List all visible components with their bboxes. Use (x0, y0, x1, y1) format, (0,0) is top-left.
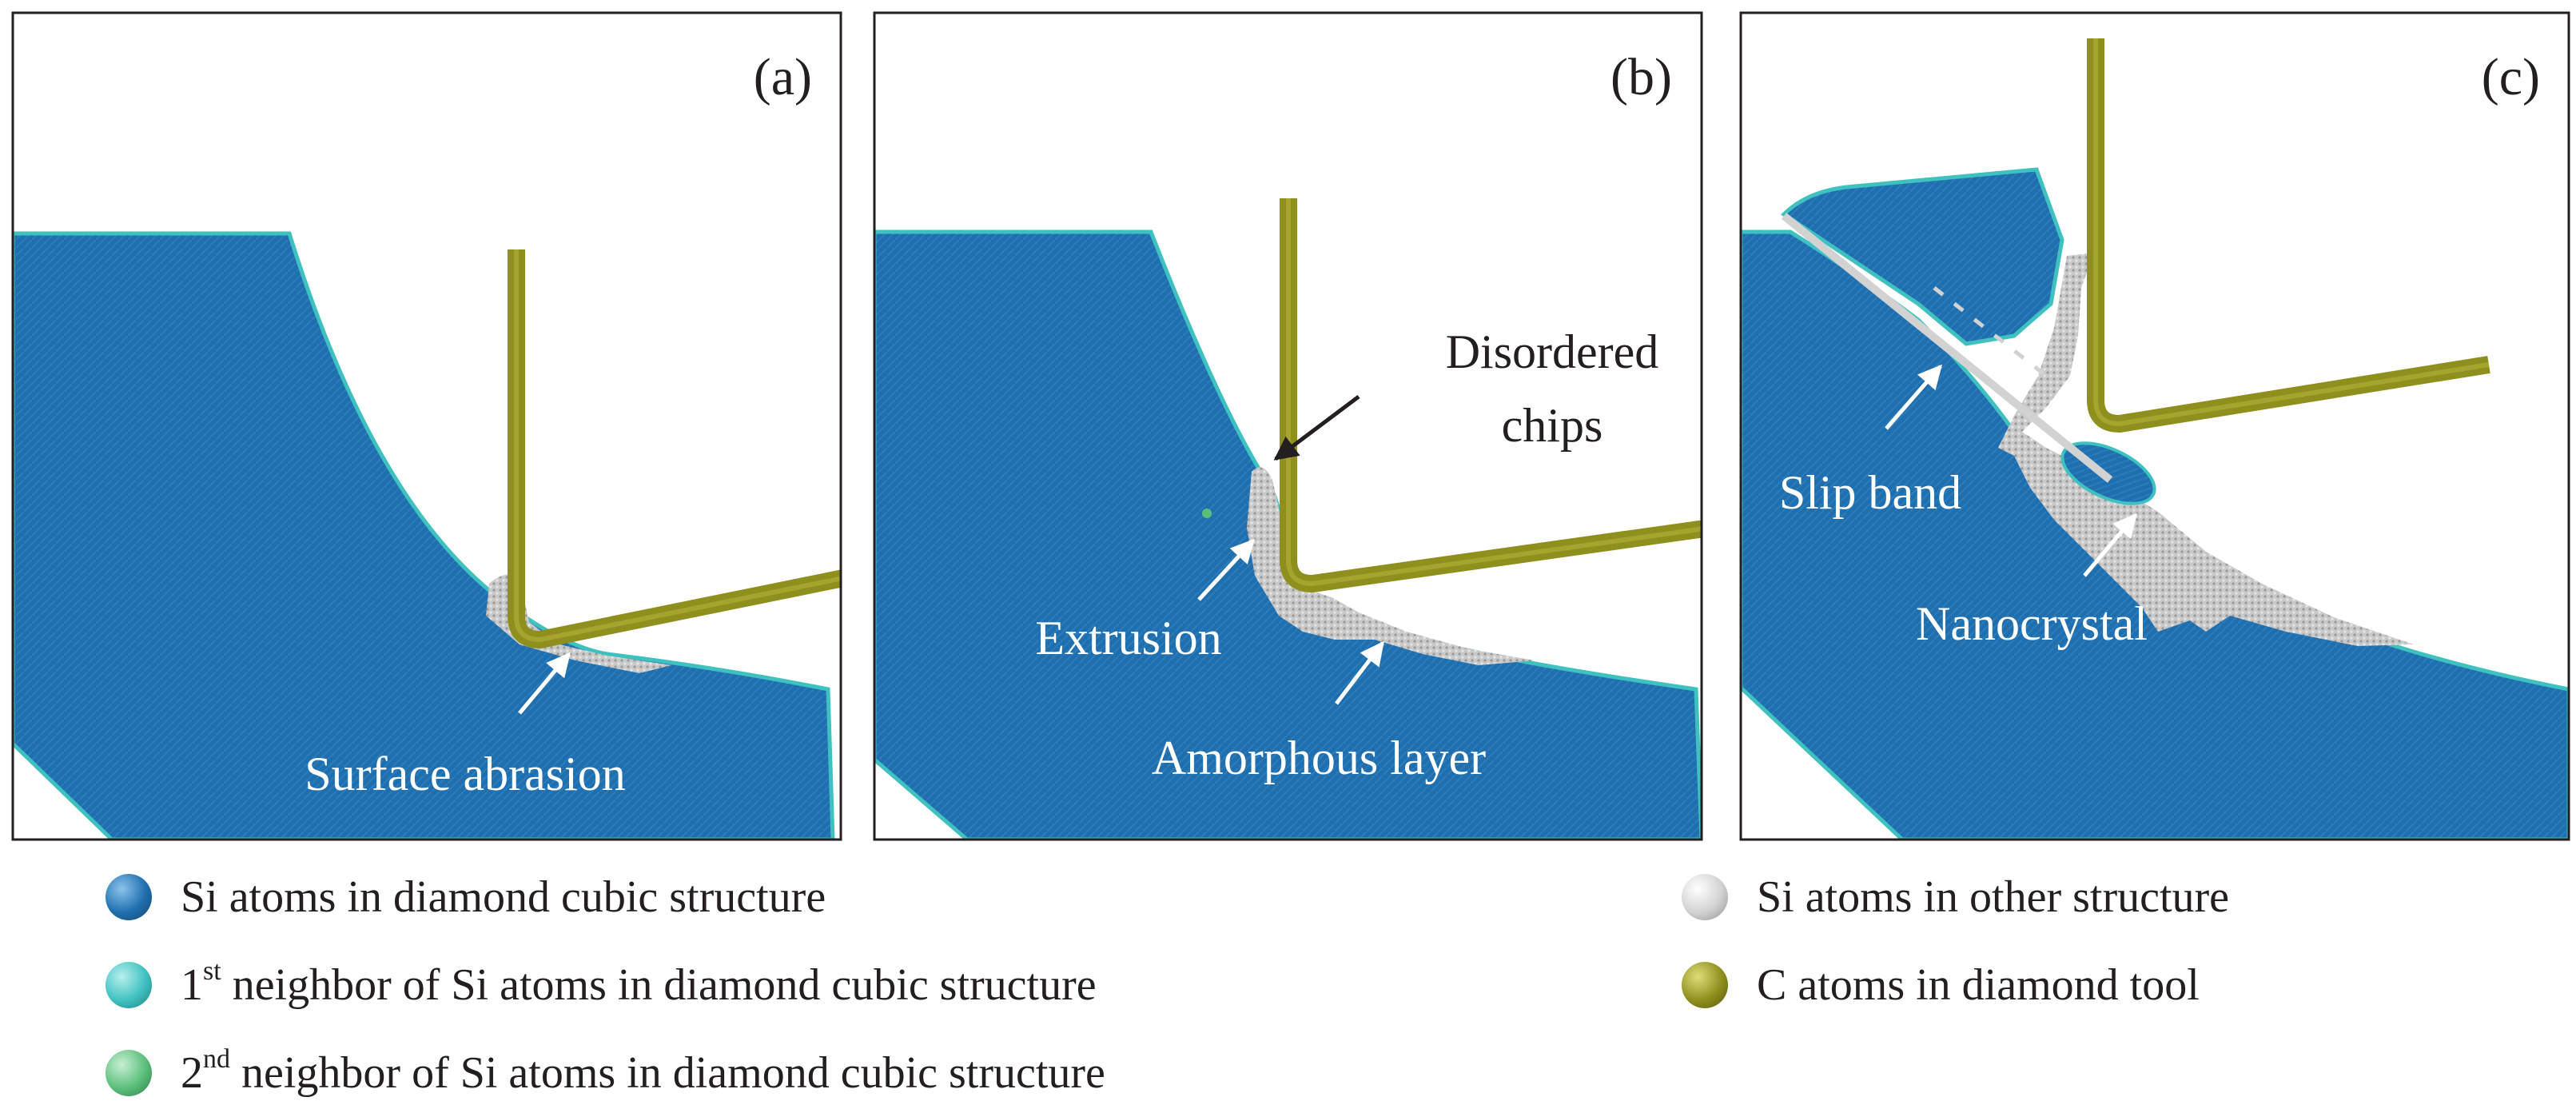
legend-item-c-diamond-tool: C atoms in diamond tool (1682, 953, 2200, 1017)
panel-label-c: (c) (2482, 48, 2540, 106)
arrow-extrusion (1197, 538, 1256, 601)
legend-label: 1st neighbor of Si atoms in diamond cubi… (181, 956, 1097, 1010)
annotation-amorphous-layer: Amorphous layer (1152, 732, 1486, 784)
legend-item-si-diamond-cubic: Si atoms in diamond cubic structure (106, 865, 826, 929)
legend-label: Si atoms in other structure (1757, 872, 2230, 922)
green-sphere-icon (106, 1050, 152, 1096)
legend-item-si-other-structure: Si atoms in other structure (1682, 865, 2229, 929)
olive-sphere-icon (1682, 962, 1728, 1008)
annotation-disordered: Disordered (1446, 325, 1659, 378)
blue-sphere-icon (106, 874, 152, 920)
slip-band (1781, 213, 2113, 483)
panel-a: (a) Surface abrasion (11, 11, 842, 841)
chip-slab (1781, 167, 2064, 346)
panel-b: (b) Disordered chips Extrusion Amorphous… (873, 11, 1703, 841)
arrow-nanocrystal (2083, 513, 2137, 577)
arrow-surface-abrasion (518, 652, 571, 715)
legend-item-second-neighbor: 2nd neighbor of Si atoms in diamond cubi… (106, 1041, 1105, 1105)
legend-item-first-neighbor: 1st neighbor of Si atoms in diamond cubi… (106, 953, 1097, 1017)
annotation-surface-abrasion: Surface abrasion (305, 748, 625, 800)
gray-sphere-icon (1682, 874, 1728, 920)
amorphous-zone (1998, 253, 2414, 646)
arrow-slip-band (1885, 364, 1942, 430)
legend-label: C atoms in diamond tool (1757, 960, 2200, 1010)
cyan-sphere-icon (106, 962, 152, 1008)
panel-c: (c) Slip band Nanocrystal (1739, 11, 2570, 841)
legend-label: 2nd neighbor of Si atoms in diamond cubi… (181, 1044, 1105, 1098)
legend-label: Si atoms in diamond cubic structure (181, 872, 826, 922)
annotation-extrusion: Extrusion (1035, 612, 1221, 664)
panel-label-a: (a) (754, 48, 812, 106)
amorphous-zone (1247, 467, 1535, 665)
arrow-amorphous-layer (1335, 640, 1384, 705)
annotation-slip-band: Slip band (1779, 466, 1961, 519)
annotation-nanocrystal: Nanocrystal (1916, 597, 2148, 650)
annotation-chips: chips (1502, 399, 1603, 452)
panel-label-b: (b) (1610, 48, 1672, 106)
arrow-disordered-chips (1273, 395, 1360, 461)
